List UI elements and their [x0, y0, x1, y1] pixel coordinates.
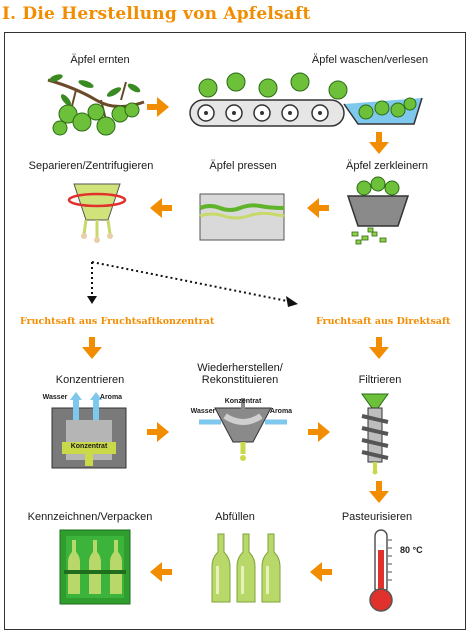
- press-icon: [199, 193, 285, 241]
- label-abfuellen: Abfüllen: [215, 511, 255, 523]
- label-filtrieren: Filtrieren: [358, 374, 402, 386]
- arrow-pasteurisieren-to-abfuellen: [310, 562, 332, 582]
- crusher-icon: [346, 176, 410, 245]
- page-title: I. Die Herstellung von Apfelsaft: [2, 4, 311, 24]
- reconstitution-icon: [199, 398, 287, 461]
- label-wiederherstellen-line2: Rekonstituieren: [201, 374, 279, 386]
- concentrator-aroma-text: Aroma: [99, 394, 123, 401]
- arrow-konzentrieren-to-wiederherstellen: [147, 422, 169, 442]
- label-separieren: Separieren/Zentrifugieren: [28, 160, 154, 172]
- packaging-crate-icon: [59, 529, 131, 605]
- apple-branch-icon: [47, 74, 145, 136]
- bottles-icon: [211, 533, 281, 603]
- diagram-frame: [4, 32, 466, 630]
- thermometer-icon: [369, 529, 393, 612]
- arrow-direktsaft-branch-down: [369, 337, 389, 359]
- arrow-abfuellen-to-kennzeichnen: [150, 562, 172, 582]
- reconstitution-konzentrat-text: Konzentrat: [224, 398, 262, 405]
- thermometer-temperature: 80 °C: [400, 545, 423, 555]
- centrifuge-icon: [67, 183, 127, 243]
- concentrator-icon: [51, 392, 127, 469]
- label-branch-direktsaft: Fruchtsaft aus Direktsaft: [316, 316, 451, 327]
- label-aepfel-ernten: Äpfel ernten: [70, 54, 130, 66]
- label-wiederherstellen: Wiederherstellen/ Rekonstituieren: [185, 362, 295, 386]
- washing-conveyor-icon: [189, 72, 423, 127]
- label-branch-konzentrat: Fruchtsaft aus Fruchtsaftkonzentrat: [20, 316, 215, 327]
- arrow-wiederherstellen-to-filtrieren: [308, 422, 330, 442]
- arrow-zerkleinern-to-pressen: [307, 198, 329, 218]
- label-wiederherstellen-line1: Wiederherstellen/: [197, 362, 283, 374]
- label-pasteurisieren: Pasteurisieren: [341, 511, 413, 523]
- arrow-filtrieren-to-pasteurisieren: [369, 481, 389, 503]
- arrow-waschen-to-zerkleinern: [369, 132, 389, 154]
- arrow-pressen-to-separieren: [150, 198, 172, 218]
- label-aepfel-pressen: Äpfel pressen: [209, 160, 277, 172]
- concentrator-wasser-text: Wasser: [42, 394, 68, 401]
- reconstitution-wasser-text: Wasser: [190, 408, 216, 415]
- label-aepfel-zerkleinern: Äpfel zerkleinern: [346, 160, 428, 172]
- label-konzentrieren: Konzentrieren: [55, 374, 125, 386]
- arrow-ernten-to-waschen: [147, 97, 169, 117]
- concentrator-konzentrat-text: Konzentrat: [70, 443, 108, 450]
- arrow-konzentrat-branch-down: [82, 337, 102, 359]
- reconstitution-aroma-text: Aroma: [269, 408, 293, 415]
- dotted-branch-arrows: [87, 261, 298, 307]
- label-aepfel-waschen: Äpfel waschen/verlesen: [311, 54, 429, 66]
- filter-icon: [361, 393, 389, 475]
- label-kennzeichnen: Kennzeichnen/Verpacken: [27, 511, 153, 523]
